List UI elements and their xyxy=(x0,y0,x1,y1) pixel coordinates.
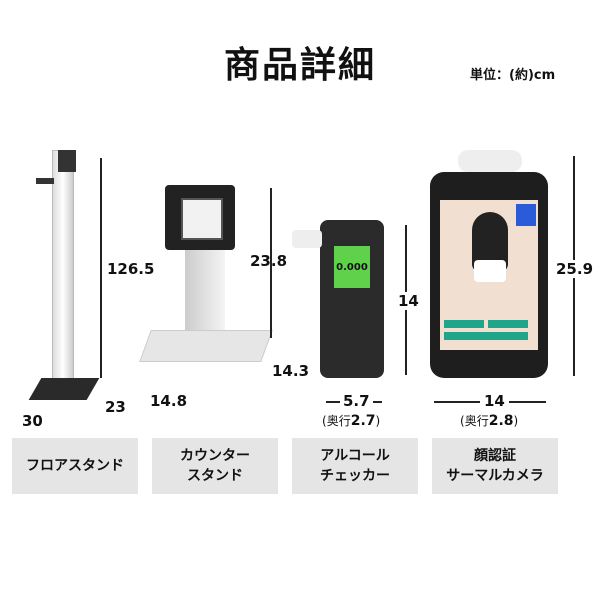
alcohol-checker-image: 0.000 xyxy=(292,220,384,378)
label-alcohol-checker: アルコール チェッカー xyxy=(292,438,418,494)
floor-stand-image xyxy=(28,150,100,420)
label-floor-stand: フロアスタンド xyxy=(12,438,138,494)
unit-note: 単位：(約)cm xyxy=(470,68,556,83)
label-counter-stand: カウンター スタンド xyxy=(152,438,278,494)
counter-stand-depth: 14.3 xyxy=(272,362,310,380)
alcohol-checker-height: 14 xyxy=(398,292,419,310)
alcohol-checker-depth: (奥行2.7) xyxy=(322,413,381,429)
counter-stand-image xyxy=(135,180,273,370)
label-thermal-camera: 顔認証 サーマルカメラ xyxy=(432,438,558,494)
floor-stand-height: 126.5 xyxy=(107,260,155,278)
thermal-camera-image xyxy=(428,150,550,380)
checker-screen-value: 0.000 xyxy=(334,246,370,288)
counter-stand-height: 23.8 xyxy=(250,252,288,270)
floor-stand-width: 30 xyxy=(22,412,43,430)
page-title: 商品詳細 xyxy=(223,45,376,86)
alcohol-checker-width: 5.7 xyxy=(340,392,373,410)
floor-stand-depth: 23 xyxy=(105,398,126,416)
thermal-camera-depth: (奥行2.8) xyxy=(460,413,519,429)
thermal-camera-width: 14 xyxy=(480,392,509,410)
thermal-camera-height: 25.9 xyxy=(556,260,594,278)
counter-stand-width: 14.8 xyxy=(150,392,188,410)
